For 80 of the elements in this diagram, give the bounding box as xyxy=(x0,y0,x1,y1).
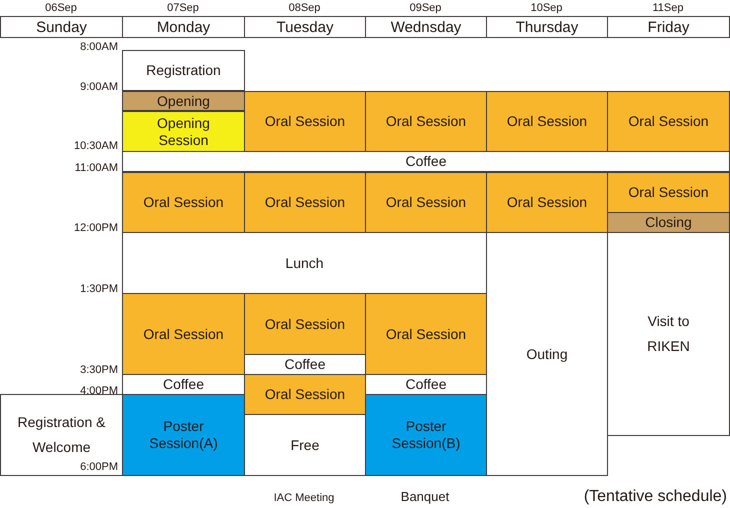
session-title: Closing xyxy=(645,214,692,231)
session-block xyxy=(122,50,245,91)
day-name: Tuesday xyxy=(276,18,334,36)
session-title: Oral Session xyxy=(386,113,466,130)
session-title: Oral Session xyxy=(506,194,588,211)
session-title: Oral Session xyxy=(143,326,224,342)
day-header-cell xyxy=(122,16,245,38)
session-block xyxy=(486,91,608,152)
session-block xyxy=(365,172,487,233)
time-label: 9:00AM xyxy=(80,80,118,94)
session-block xyxy=(122,111,245,152)
session-title: Oral Session xyxy=(264,113,346,130)
session-block xyxy=(607,172,730,213)
date-label: 06Sep xyxy=(45,1,77,15)
session-title: Visit to RIKEN xyxy=(646,312,691,356)
session-title: Outing xyxy=(526,346,568,362)
session-title: Free xyxy=(290,436,320,454)
session-title: Poster Session(A) xyxy=(148,418,219,452)
session-block xyxy=(122,293,245,375)
session-title: Coffee xyxy=(284,356,326,373)
session-block xyxy=(244,172,366,233)
session-block xyxy=(0,394,123,476)
session-title: Oral Session xyxy=(628,184,709,201)
session-block xyxy=(122,394,245,476)
session-title: Oral Session xyxy=(264,194,346,211)
time-label: 12:00PM xyxy=(74,221,118,235)
day-header-cell xyxy=(607,16,730,38)
session-block xyxy=(122,91,245,111)
time-label: 8:00AM xyxy=(80,40,118,54)
date-label: 07Sep xyxy=(167,1,199,15)
session-block xyxy=(122,172,245,233)
session-block xyxy=(365,91,487,152)
day-header-cell xyxy=(244,16,366,38)
session-title: Lunch xyxy=(285,254,324,272)
day-name: Sunday xyxy=(36,18,87,36)
day-header-cell xyxy=(0,16,123,38)
session-title: Opening Session xyxy=(156,114,211,148)
session-title: Registration xyxy=(146,62,221,79)
session-title: Oral Session xyxy=(628,113,709,130)
day-name: Friday xyxy=(648,18,690,36)
session-title: Oral Session xyxy=(506,113,588,130)
session-block xyxy=(244,374,366,415)
day-header-cell xyxy=(365,16,487,38)
date-label: 10Sep xyxy=(530,1,562,15)
session-block xyxy=(365,394,487,476)
session-title: Oral Session xyxy=(264,386,346,403)
session-block xyxy=(365,293,487,375)
note: Banquet xyxy=(400,489,450,505)
date-label: 09Sep xyxy=(410,1,442,15)
session-title: Registration & Welcome xyxy=(16,413,106,457)
session-title: Opening xyxy=(157,92,210,110)
session-block xyxy=(244,91,366,152)
time-label: 6:00PM xyxy=(80,460,118,474)
time-label: 11:00AM xyxy=(74,161,118,175)
day-name: Thursday xyxy=(516,18,578,36)
session-block xyxy=(486,172,608,233)
session-title: Coffee xyxy=(406,376,446,393)
session-block xyxy=(607,91,730,152)
time-label: 1:30PM xyxy=(80,282,118,296)
session-title: Coffee xyxy=(406,153,446,170)
date-label: 11Sep xyxy=(652,1,684,15)
session-block xyxy=(244,293,366,355)
note: IAC Meeting xyxy=(274,491,334,505)
session-block xyxy=(607,212,730,233)
session-title: Oral Session xyxy=(264,316,346,332)
session-block xyxy=(607,232,730,436)
session-title: Oral Session xyxy=(386,326,466,342)
time-label: 10:30AM xyxy=(74,139,118,153)
time-label: 4:00PM xyxy=(80,384,118,398)
day-name: Monday xyxy=(156,18,210,36)
session-block xyxy=(122,151,730,172)
session-title: Oral Session xyxy=(143,194,224,211)
session-title: Poster Session(B) xyxy=(390,418,462,452)
time-label: 3:30PM xyxy=(80,363,118,377)
session-title: Oral Session xyxy=(386,194,466,211)
day-name: Wednsday xyxy=(390,18,462,36)
date-label: 08Sep xyxy=(288,1,320,15)
note: (Tentative schedule) xyxy=(584,487,727,506)
session-title: Coffee xyxy=(163,376,204,393)
day-header-cell xyxy=(486,16,608,38)
